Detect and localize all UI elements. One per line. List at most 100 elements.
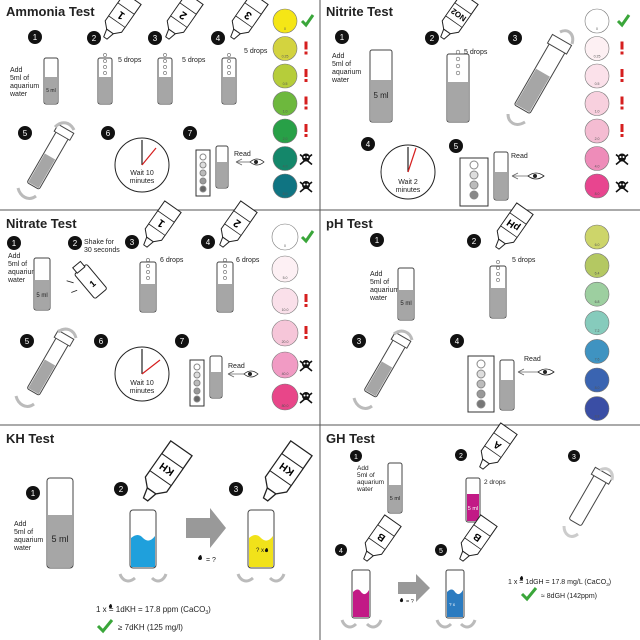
warning-exclamation-icon	[620, 69, 624, 82]
svg-text:0: 0	[284, 27, 286, 31]
kh-check-icon	[96, 619, 114, 634]
gh-formula: 1 x = 1dGH = 17.8 mg/L (CaCO3)	[508, 576, 611, 587]
svg-text:5: 5	[439, 548, 443, 555]
ammonia-title: Ammonia Test	[6, 4, 95, 19]
gh-next-arrow	[398, 574, 430, 602]
ammonia-step-badges: 1 2 3 4 5 6 7	[18, 30, 225, 140]
ammonia-drops-2: 5 drops	[182, 57, 206, 64]
ph-panel: pH Test 1 2 3 4 Add 5ml of aquarium wate…	[326, 202, 610, 421]
ammonia-tubes-dropping	[97, 53, 237, 105]
svg-text:4: 4	[206, 238, 211, 247]
svg-text:6.0: 6.0	[595, 243, 600, 247]
svg-text:= ?: = ?	[406, 599, 414, 605]
color-swatch: 0.25	[584, 36, 610, 61]
svg-text:1: 1	[31, 489, 36, 498]
ammonia-instructions: Add 5ml of aquarium water	[9, 67, 41, 98]
svg-text:5.0: 5.0	[283, 276, 288, 280]
gh-bottle-b-1: B	[356, 514, 402, 567]
ph-title: pH Test	[326, 216, 373, 231]
gh-shake-tube	[569, 466, 614, 526]
svg-text:0.5: 0.5	[283, 82, 288, 86]
color-swatch: 0.5	[272, 63, 298, 89]
ph-eye-icon	[517, 368, 555, 376]
svg-text:7: 7	[180, 337, 185, 346]
nitrite-tube-2	[446, 49, 470, 123]
kh-bottle-2: KH	[254, 440, 313, 508]
nitrite-panel: Nitrite Test 1 2 3 4 5 Add 5ml of aquari…	[326, 0, 631, 207]
nitrite-eye-icon	[511, 172, 545, 180]
kh-rotate-arrow-right	[150, 573, 168, 583]
svg-text:Wait 10: Wait 10	[130, 170, 154, 177]
warning-exclamation-icon	[304, 96, 308, 110]
svg-text:3: 3	[572, 454, 576, 461]
svg-text:5 ml: 5 ml	[390, 496, 400, 502]
nitrate-rotate-arrow-top	[57, 327, 78, 339]
nitrate-shake-tube	[27, 329, 75, 396]
warning-exclamation-icon	[620, 41, 624, 55]
nitrate-bottle-2: 2	[212, 200, 258, 253]
color-swatch: 7.2	[584, 310, 610, 336]
svg-text:5 ml: 5 ml	[46, 88, 55, 94]
nitrite-bottle: NO2	[433, 0, 479, 45]
nitrite-instructions: Add 5ml of aquarium water	[331, 53, 363, 84]
nitrate-drops-2: 6 drops	[236, 257, 260, 264]
nitrate-shake-bottle-icon: 1	[66, 260, 107, 299]
ph-read-label: Read	[524, 356, 541, 363]
kh-rotate-arrow-left	[118, 573, 136, 583]
color-swatch: 8.0	[584, 367, 610, 393]
nitrate-eye-icon	[227, 370, 259, 378]
gh-check-icon	[520, 587, 538, 602]
ammonia-shake-tube	[27, 123, 75, 190]
svg-text:1: 1	[88, 278, 98, 289]
color-swatch: 4.0	[272, 146, 298, 171]
color-swatch: 7.6	[584, 339, 610, 364]
svg-text:3: 3	[242, 8, 254, 21]
svg-text:1: 1	[354, 454, 358, 461]
kh-tube-1: 5 ml	[46, 477, 74, 569]
color-swatch: 6.8	[584, 281, 610, 307]
svg-text:20.0: 20.0	[282, 340, 289, 344]
color-swatch: 40.0	[271, 351, 299, 379]
svg-text:? x: ? x	[256, 548, 264, 554]
nitrate-step-badges: 1 2 3 4 5 6 7	[7, 235, 215, 348]
gh-step-badges: 1 2 3 4 5	[335, 449, 580, 556]
ammonia-rotate-arrow-bottom	[16, 187, 37, 200]
svg-text:4: 4	[366, 140, 371, 149]
check-icon	[300, 230, 315, 244]
nitrate-color-chart: 05.010.020.040.080.0	[271, 223, 315, 411]
gh-rotate-arrow-right	[365, 619, 383, 629]
kh-title: KH Test	[6, 431, 55, 446]
ammonia-step-1: 1	[33, 33, 38, 42]
nitrate-drops-1: 6 drops	[160, 257, 184, 264]
ph-rotate-arrow-bottom	[352, 397, 373, 410]
ph-tube-1: 5 ml	[397, 267, 415, 321]
ph-tube-2	[489, 260, 507, 319]
svg-text:1 x = 1dKH = 17.8 ppm (CaCO: 1 x = 1dKH = 17.8 ppm (CaCO3)	[96, 605, 211, 616]
color-swatch: 80.0	[271, 383, 299, 411]
kh-rotate-arrow-right-2	[268, 573, 286, 583]
nitrate-tube-1: 5 ml	[33, 257, 51, 311]
kh-next-arrow	[186, 508, 226, 548]
svg-text:1.0: 1.0	[595, 110, 600, 114]
nitrate-read-card	[189, 355, 223, 407]
ammonia-drops-1: 5 drops	[118, 57, 142, 64]
svg-text:0.5: 0.5	[595, 82, 600, 86]
svg-text:minutes: minutes	[396, 187, 421, 194]
svg-text:1: 1	[340, 33, 345, 42]
color-swatch: 2.0	[584, 118, 610, 144]
svg-text:5: 5	[454, 142, 459, 151]
ammonia-step-4: 4	[216, 34, 221, 43]
gh-tube-magenta: 5 ml	[465, 477, 481, 523]
svg-text:2: 2	[472, 237, 477, 246]
svg-text:Wait 10: Wait 10	[130, 380, 154, 387]
ammonia-read-card	[195, 145, 229, 197]
color-swatch: 6.0	[584, 224, 610, 250]
gh-tube-blue: ? x	[445, 569, 465, 619]
nitrate-instructions: Add 5ml of aquarium water	[7, 253, 39, 284]
gh-bottle-a: A	[472, 422, 518, 475]
skull-crossbones-icon	[299, 360, 313, 372]
svg-text:7.6: 7.6	[595, 357, 600, 361]
svg-text:0: 0	[596, 27, 598, 31]
kh-tube-yellow: ? x	[247, 509, 275, 569]
ammonia-read-label: Read	[234, 151, 251, 158]
